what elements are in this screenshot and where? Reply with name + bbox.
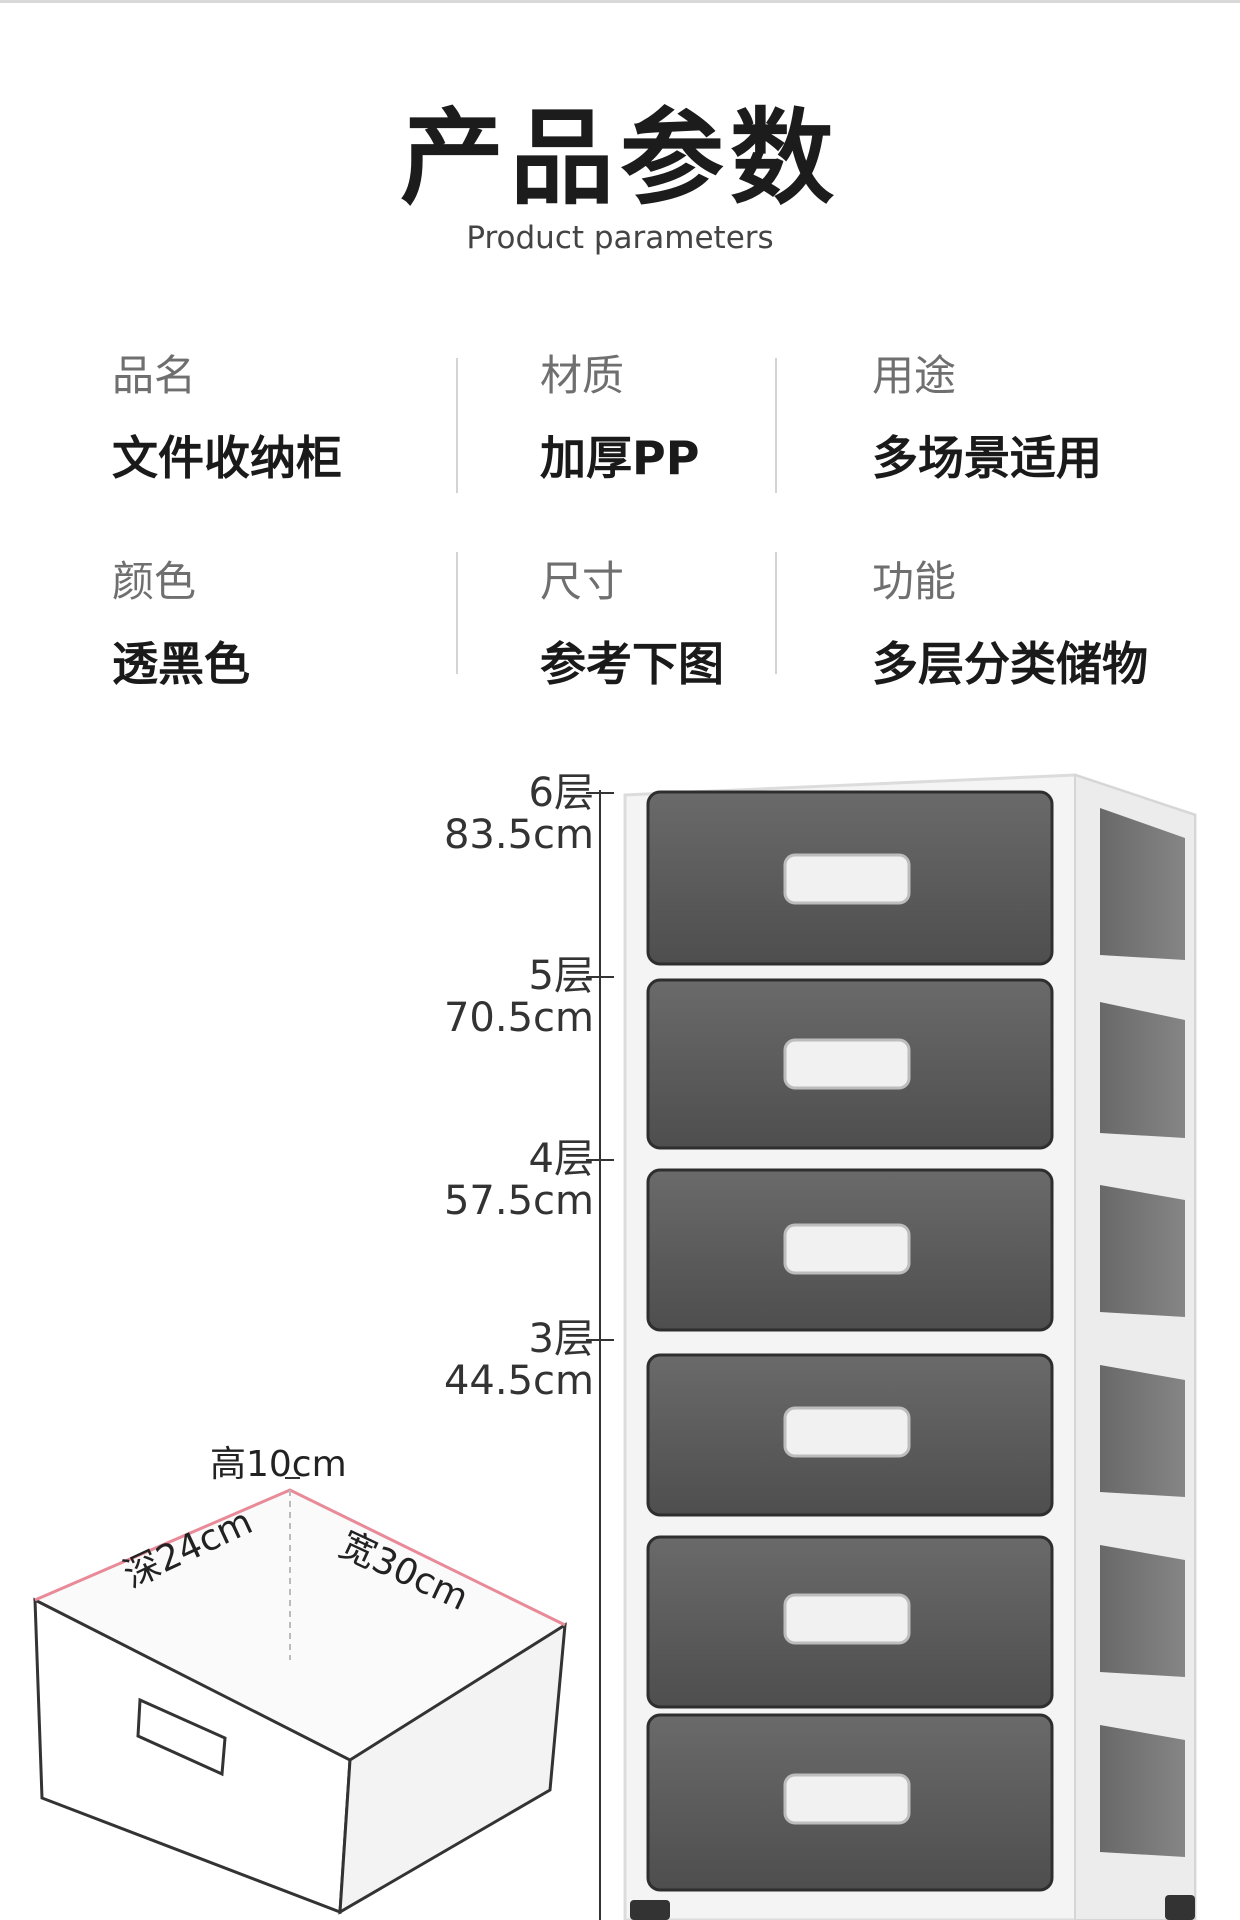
param-value: 透黑色 <box>112 637 250 691</box>
param-color: 颜色 透黑色 <box>112 556 250 692</box>
column-divider <box>775 358 777 493</box>
tier-height: 44.5cm <box>443 1358 594 1404</box>
param-material: 材质 加厚PP <box>540 350 699 486</box>
param-label: 用途 <box>872 351 957 400</box>
tier-label-3: 3层 44.5cm <box>374 1318 594 1402</box>
cabinet-foot <box>630 1900 670 1920</box>
param-label: 尺寸 <box>540 557 625 606</box>
tier-layer: 6层 <box>528 770 594 816</box>
param-label: 品名 <box>112 351 197 400</box>
param-size: 尺寸 参考下图 <box>540 556 724 692</box>
param-value: 文件收纳柜 <box>112 431 342 485</box>
tier-layer: 5层 <box>528 953 594 999</box>
drawer-3 <box>646 1353 1054 1517</box>
param-label: 颜色 <box>112 557 197 606</box>
tier-label-4: 4层 57.5cm <box>374 1138 594 1222</box>
tier-height: 70.5cm <box>443 995 594 1041</box>
column-divider <box>775 552 777 674</box>
tier-height: 57.5cm <box>443 1178 594 1224</box>
tier-layer: 4层 <box>528 1136 594 1182</box>
param-value: 多层分类储物 <box>872 637 1148 691</box>
cabinet-foot <box>1165 1895 1195 1920</box>
single-drawer-illustration <box>32 1477 568 1915</box>
drawer-1 <box>646 1713 1054 1892</box>
drawer-2 <box>646 1535 1054 1709</box>
tier-layer: 3层 <box>528 1316 594 1362</box>
tier-label-6: 6层 83.5cm <box>374 772 594 856</box>
drawer-4 <box>646 1168 1054 1332</box>
param-function: 功能 多层分类储物 <box>872 556 1148 692</box>
param-usage: 用途 多场景适用 <box>872 350 1102 486</box>
column-divider <box>456 552 458 674</box>
column-divider <box>456 358 458 493</box>
param-value: 参考下图 <box>540 637 724 691</box>
cabinet-side-panels <box>1100 808 1185 1857</box>
param-name: 品名 文件收纳柜 <box>112 350 342 486</box>
page-title: 产品参数 <box>399 97 840 219</box>
tier-height: 83.5cm <box>443 812 594 858</box>
tier-label-5: 5层 70.5cm <box>374 955 594 1039</box>
page-subtitle: Product parameters <box>466 220 774 256</box>
drawer-6 <box>646 790 1054 966</box>
drawer-5 <box>646 978 1054 1150</box>
param-value: 多场景适用 <box>872 431 1102 485</box>
drawer-height-label: 高10cm <box>210 1444 347 1485</box>
top-divider <box>0 0 1240 3</box>
param-label: 材质 <box>540 351 625 400</box>
param-label: 功能 <box>872 557 957 606</box>
param-value: 加厚PP <box>540 431 700 485</box>
